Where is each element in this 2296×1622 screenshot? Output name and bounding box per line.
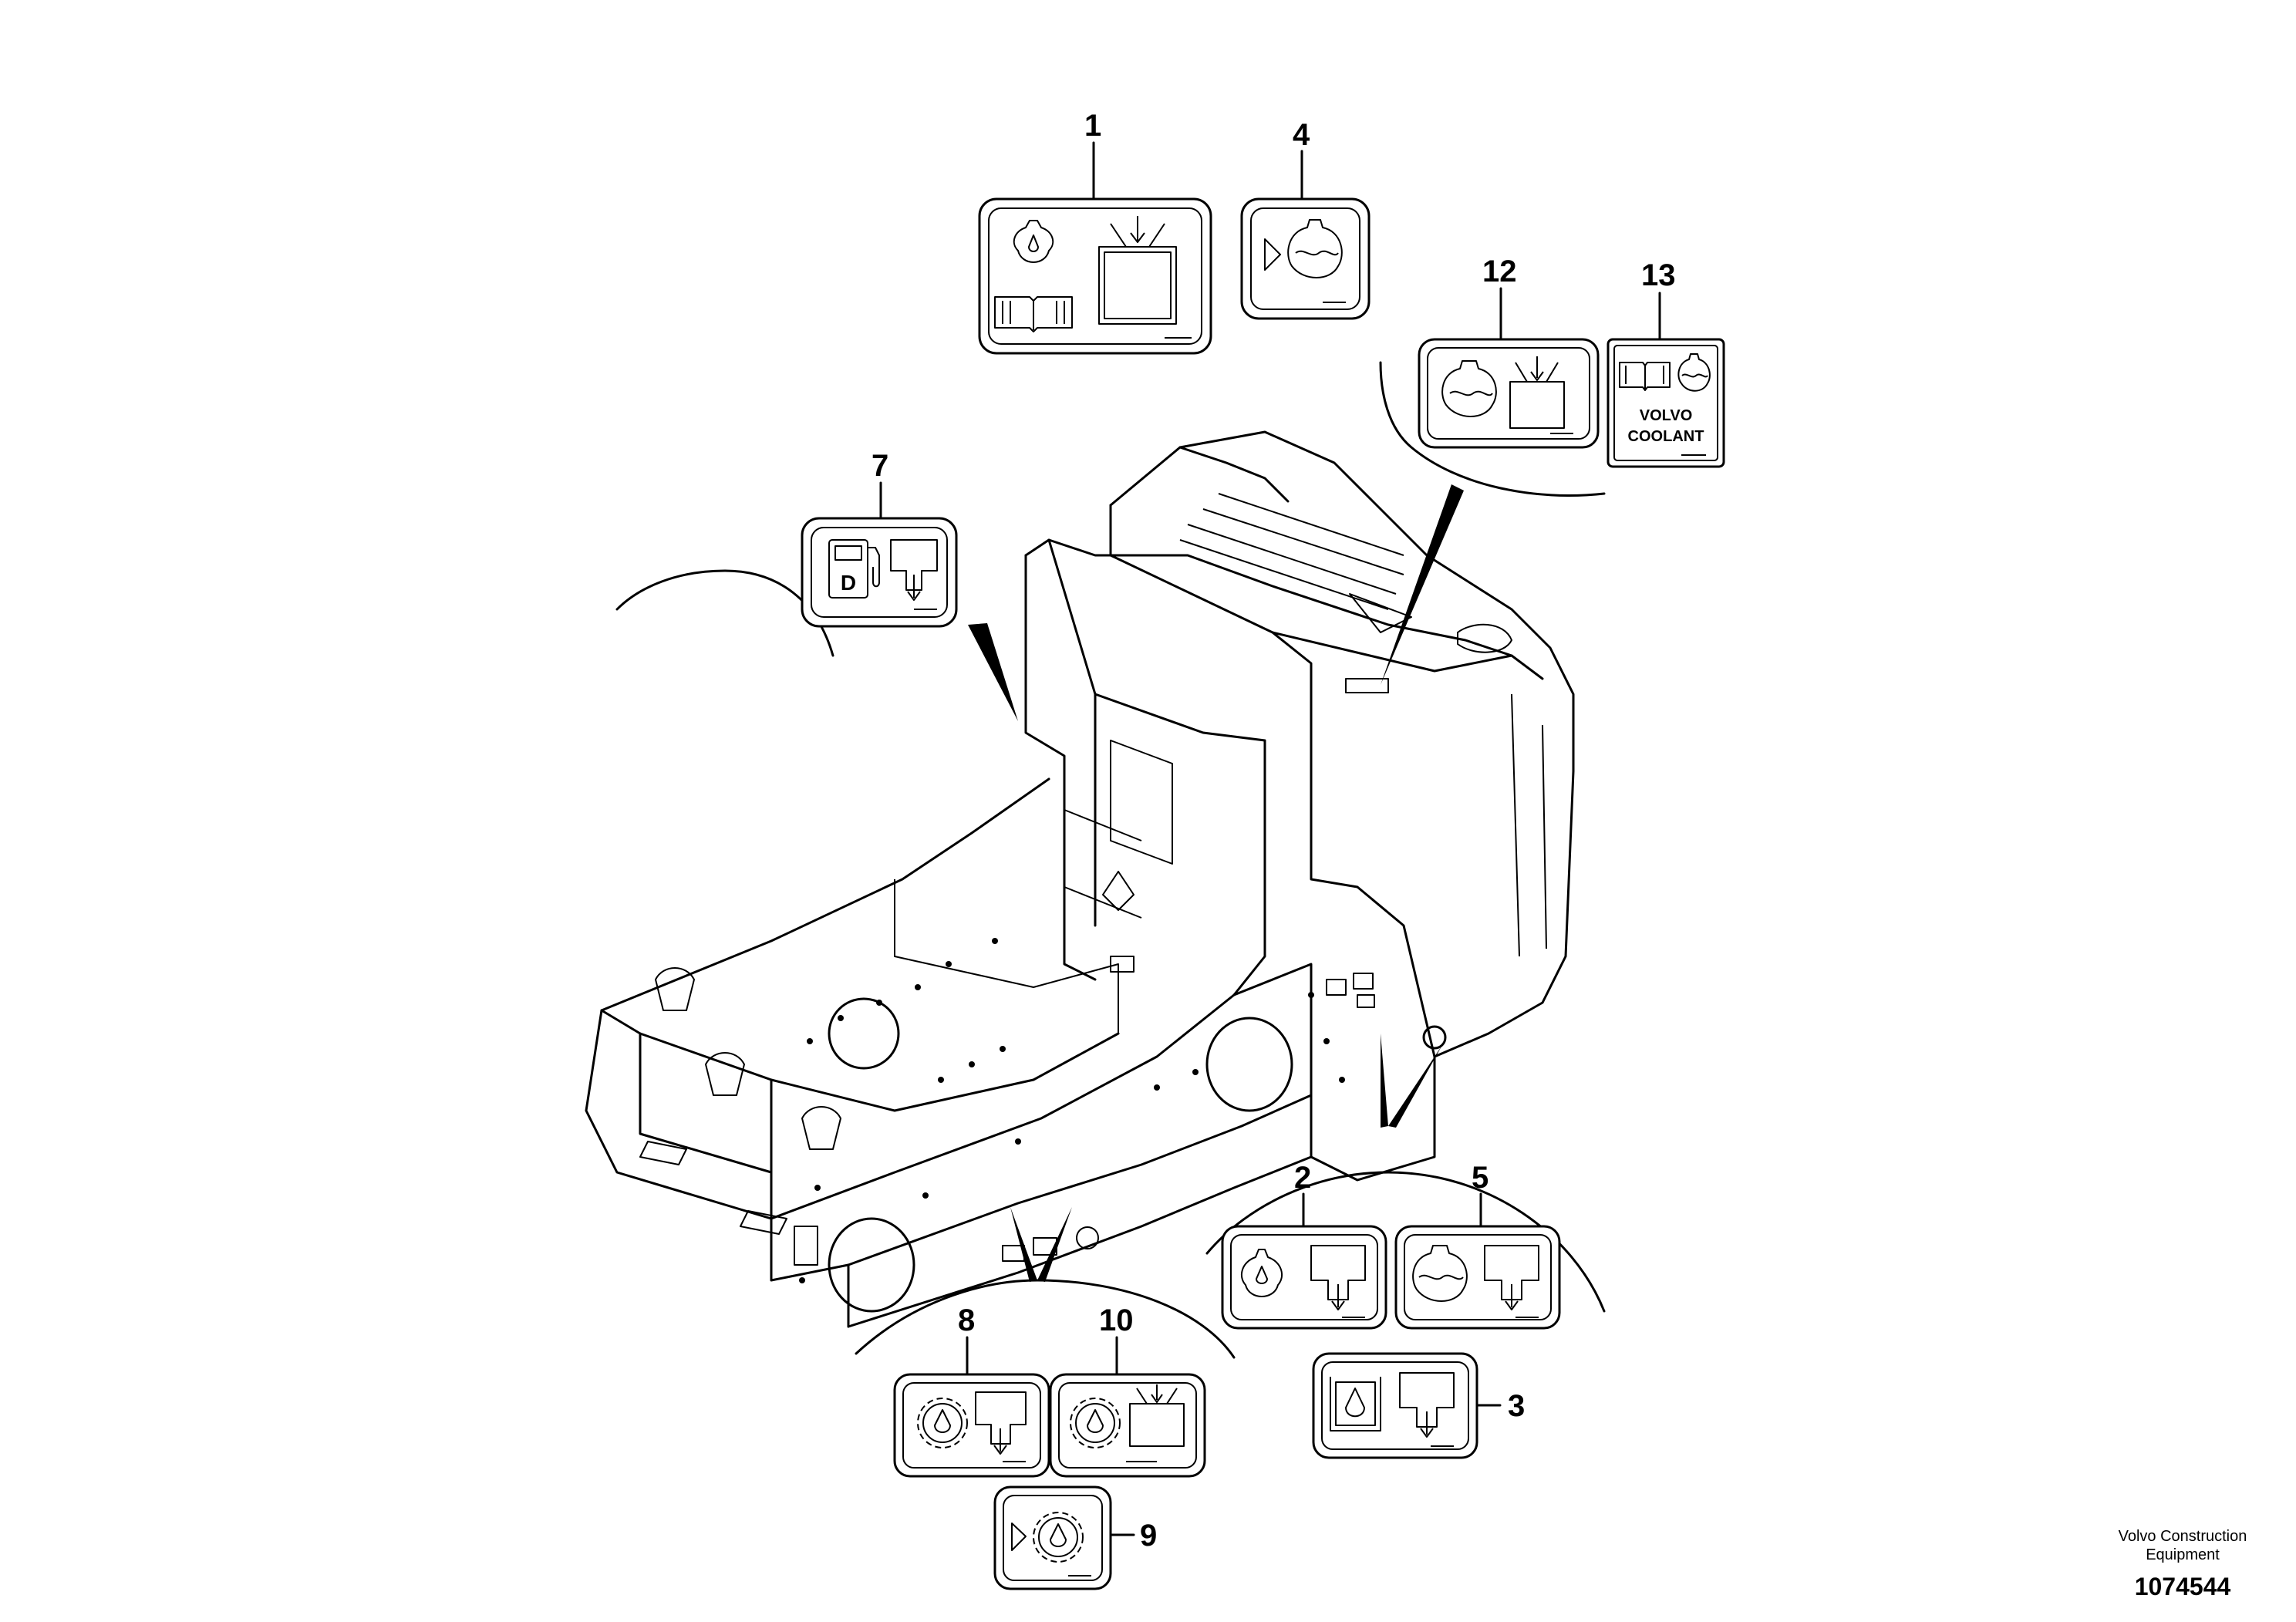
callout-7: 7	[872, 449, 888, 483]
callout-1: 1	[1084, 109, 1101, 143]
callout-10: 10	[1099, 1303, 1134, 1337]
decal-13-text-volvo: VOLVO	[1640, 407, 1693, 424]
leader-pointers	[968, 484, 1464, 1282]
manual-book-icon	[994, 296, 1073, 332]
check-level-icon	[1129, 1384, 1185, 1447]
engine-oil-icon	[1013, 220, 1054, 263]
coolant-icon	[1412, 1245, 1468, 1302]
decal-12: 12	[1418, 255, 1600, 449]
drain-icon	[975, 1391, 1027, 1455]
decal-2: 2	[1221, 1161, 1387, 1330]
decal-7: 7 D	[801, 449, 958, 628]
check-level-icon	[1098, 216, 1177, 325]
callout-2: 2	[1294, 1161, 1311, 1195]
grouping-arcs	[615, 361, 1606, 1359]
callout-5: 5	[1472, 1161, 1489, 1195]
gear-oil-icon	[917, 1398, 968, 1448]
hydraulic-oil-icon	[1330, 1377, 1381, 1431]
credit-line-1: Volvo Construction	[2119, 1528, 2247, 1545]
callout-4: 4	[1293, 118, 1310, 152]
decal-13: 13 VOLVO COOLANT	[1607, 258, 1725, 468]
decal-13-text-coolant: COOLANT	[1628, 428, 1704, 445]
decal-8: 8	[893, 1303, 1050, 1478]
coolant-icon	[1677, 353, 1711, 392]
callout-3: 3	[1508, 1389, 1525, 1423]
decal-10: 10	[1049, 1303, 1206, 1478]
drain-icon	[1399, 1372, 1455, 1438]
diesel-fuel-icon: D	[828, 539, 880, 599]
callout-12: 12	[1482, 255, 1517, 288]
check-level-icon	[1509, 356, 1565, 429]
callout-13: 13	[1641, 258, 1676, 292]
gear-oil-icon	[1011, 1512, 1084, 1563]
machine-frame-drawing	[585, 430, 1575, 1328]
coolant-icon	[1264, 219, 1343, 278]
part-number: 1074544	[2135, 1573, 2231, 1600]
decal-5: 5	[1394, 1161, 1561, 1330]
callout-9: 9	[1140, 1519, 1157, 1553]
decal-9: 9	[993, 1485, 1157, 1590]
drain-icon	[890, 539, 938, 601]
drawing-credit: Volvo Construction Equipment 1074544	[2119, 1528, 2247, 1600]
engine-oil-icon	[1240, 1249, 1283, 1297]
callout-8: 8	[958, 1303, 975, 1337]
fuel-letter: D	[841, 571, 856, 595]
gear-oil-icon	[1070, 1398, 1121, 1448]
decal-4: 4	[1240, 118, 1371, 320]
coolant-icon	[1441, 360, 1497, 417]
manual-book-icon	[1619, 362, 1671, 391]
drain-icon	[1484, 1245, 1539, 1310]
credit-line-2: Equipment	[2146, 1546, 2220, 1563]
decal-3: 3	[1312, 1352, 1525, 1459]
decal-1: 1	[978, 109, 1212, 355]
drain-icon	[1310, 1245, 1366, 1310]
